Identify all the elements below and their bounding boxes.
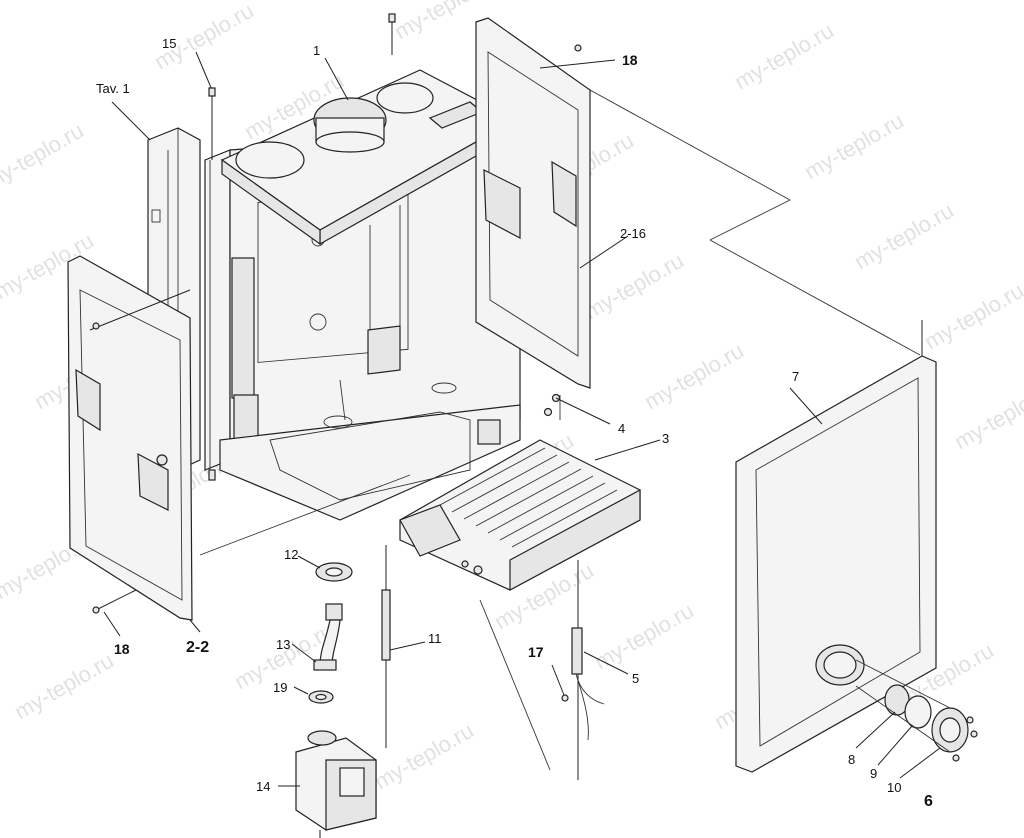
watermark: my-teplo.ru [640,338,748,415]
watermark: my-teplo.ru [580,248,688,325]
label-2-2: 2-2 [186,639,209,656]
top-flue-hood [220,57,517,246]
label-5: 5 [632,671,639,686]
top-screw [388,13,396,55]
label-6: 6 [924,793,933,810]
label-2-16: 2-16 [620,226,646,241]
gas-valve [278,730,377,838]
label-17: 17 [528,644,544,660]
assembly-guide-lines [199,89,921,771]
watermark: my-teplo.ru [800,108,908,185]
label-11: 11 [428,631,442,646]
burner-assembly [399,439,661,592]
watermark: my-teplo.ru [10,648,118,725]
watermark: my-teplo.ru [850,198,958,275]
watermark: my-teplo.ru [730,18,838,95]
label-3: 3 [662,431,669,446]
label-13: 13 [276,637,290,652]
gas-pipe [291,603,343,671]
label-1: 1 [313,43,320,58]
callout-labels: Tav. 1 1 15 18 2-16 4 3 7 12 13 11 19 14… [96,36,933,810]
front-cover-panel [735,320,937,773]
label-7: 7 [792,369,799,384]
fixing-screws [103,51,216,637]
watermark: my-teplo.ru [950,378,1024,455]
label-tav1: Tav. 1 [96,81,130,96]
watermark: my-teplo.ru [920,278,1024,355]
label-4: 4 [618,421,625,436]
burner-screws [543,393,611,425]
washer [293,686,334,704]
label-10: 10 [887,780,901,795]
label-18-top: 18 [622,52,638,68]
label-19: 19 [273,680,287,695]
label-14: 14 [256,779,270,794]
label-12: 12 [284,547,298,562]
pilot-tube [381,545,426,748]
sight-glass-parts [855,659,978,779]
gasket-ring [297,555,353,582]
left-side-panel [67,255,201,633]
label-15: 15 [162,36,176,51]
label-8: 8 [848,752,855,767]
label-18-bottom: 18 [114,641,130,657]
watermark: my-teplo.ru [0,118,88,195]
right-side-panel [475,17,629,389]
label-9: 9 [870,766,877,781]
ignition-electrode [551,560,629,780]
